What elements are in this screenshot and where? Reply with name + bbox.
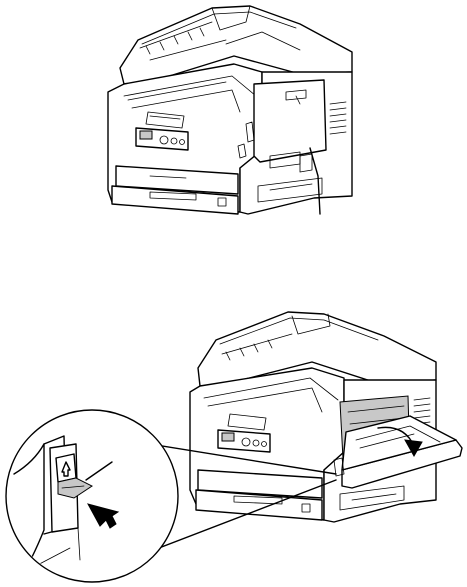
printer-top-illustration <box>108 6 352 214</box>
printer-bottom-illustration <box>6 312 462 582</box>
zoom-callout <box>6 410 178 582</box>
control-panel-display <box>140 131 152 139</box>
side-access-panel-closed <box>254 80 326 162</box>
